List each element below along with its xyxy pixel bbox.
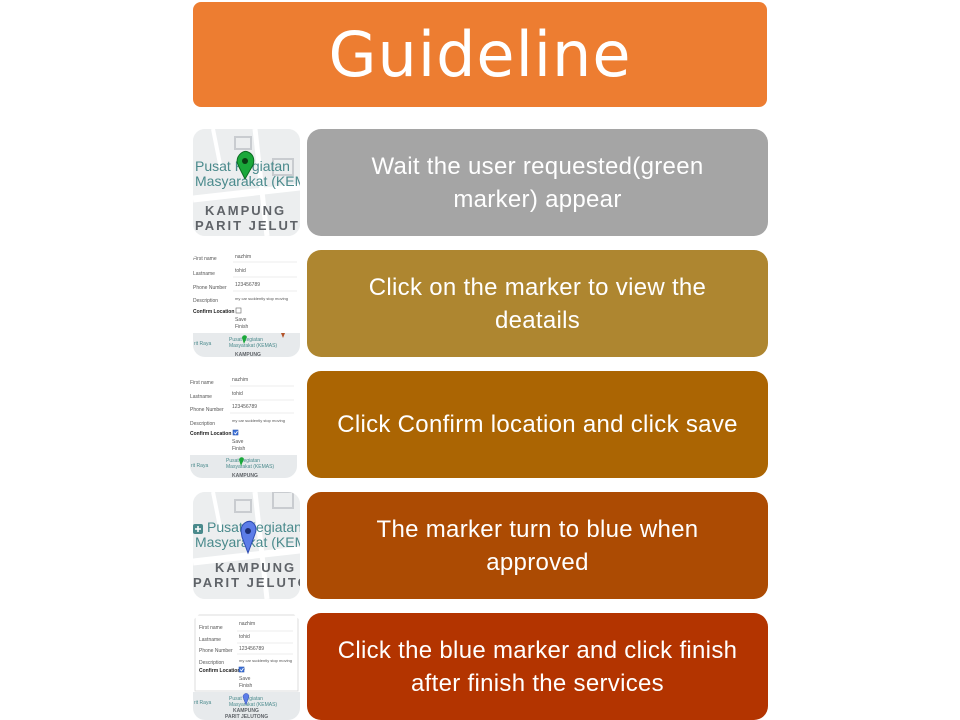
page-title: Guideline xyxy=(193,2,767,107)
form-first-name-value: nazhim xyxy=(239,621,255,627)
form-lastname-value: tohid xyxy=(239,634,250,640)
form-phone-value: 123456789 xyxy=(239,646,264,652)
form-description-value: my car suddently stop moving xyxy=(239,658,292,663)
map-area-label: KAMPUNG xyxy=(232,473,258,478)
form-description-value: my car suddently stop moving xyxy=(235,296,288,301)
form-first-name-label: First name xyxy=(199,625,223,631)
step-4: Pusat Kegiatan Masyarakat (KEMAS) KAMPUN… xyxy=(193,492,768,600)
step-4-instruction: The marker turn to blue when approved xyxy=(307,492,768,599)
map-area-label-2: PARIT JELUTONG xyxy=(225,714,268,720)
form-phone-label: Phone Number xyxy=(193,285,227,291)
form-description-value: my car suddently stop moving xyxy=(232,418,285,423)
blue-marker-icon xyxy=(240,520,257,555)
map-place-label-1: Pusat Kegiatan xyxy=(229,337,263,343)
form-description-label: Description xyxy=(199,660,224,666)
form-lastname-value: tohid xyxy=(232,391,243,397)
map-thumbnail-green-marker: Pusat Kegiatan Masyarakat (KEMAS) KAMPUN… xyxy=(193,129,300,236)
map-area-label-1: KAMPUNG xyxy=(215,560,296,575)
map-place-label-2: Masyarakat (KEMAS) xyxy=(226,464,274,470)
green-marker-icon xyxy=(239,457,244,466)
map-area-label-2: PARIT JELUTONG xyxy=(193,575,300,590)
form-first-name-label: First name xyxy=(190,380,214,386)
map-place-label-left: rit Raya xyxy=(194,700,211,706)
form-confirm-label: Confirm Location ? xyxy=(199,668,245,674)
hospital-icon xyxy=(193,524,203,534)
details-form-confirmed-thumbnail: First name nazhim Lastname tohid Phone N… xyxy=(190,371,297,478)
form-description-label: Description xyxy=(193,298,218,304)
blue-marker-icon xyxy=(242,693,250,706)
form-confirm-label: Confirm Location ? xyxy=(193,309,239,315)
confirm-checkbox-checked[interactable] xyxy=(232,429,239,436)
form-save-label[interactable]: Save xyxy=(239,676,251,682)
step-2-instruction: Click on the marker to view the deatails xyxy=(307,250,768,357)
form-save-label[interactable]: Save xyxy=(235,317,247,323)
form-save-label[interactable]: Save xyxy=(232,439,244,445)
map-place-label-left: rit Raya xyxy=(194,341,211,347)
map-place-label-2: Masyarakat (KEMAS) xyxy=(195,173,300,189)
form-finish-label[interactable]: Finish xyxy=(232,446,246,452)
step-1: Pusat Kegiatan Masyarakat (KEMAS) KAMPUN… xyxy=(193,129,768,237)
red-marker-icon xyxy=(281,333,285,338)
form-lastname-label: Lastname xyxy=(193,271,215,277)
map-place-label-left: rit Raya xyxy=(191,463,208,469)
details-form-blue-thumbnail: First name nazhim Lastname tohid Phone N… xyxy=(193,613,300,720)
form-lastname-label: Lastname xyxy=(190,394,212,400)
form-first-name-label: First name xyxy=(193,256,217,262)
confirm-checkbox-checked[interactable] xyxy=(238,666,245,673)
map-area-label: KAMPUNG xyxy=(235,352,261,357)
step-1-instruction: Wait the user requested(green marker) ap… xyxy=(307,129,768,236)
map-area-label-1: KAMPUNG xyxy=(233,708,259,714)
form-phone-label: Phone Number xyxy=(190,407,224,413)
form-confirm-label: Confirm Location ? xyxy=(190,431,236,437)
form-finish-label[interactable]: Finish xyxy=(239,683,253,689)
green-marker-icon xyxy=(236,151,255,181)
form-description-label: Description xyxy=(190,421,215,427)
step-3-instruction: Click Confirm location and click save xyxy=(307,371,768,478)
form-lastname-label: Lastname xyxy=(199,637,221,643)
form-lastname-value: tohid xyxy=(235,268,246,274)
map-thumbnail-blue-marker: Pusat Kegiatan Masyarakat (KEMAS) KAMPUN… xyxy=(193,492,300,599)
form-phone-value: 123456789 xyxy=(232,404,257,410)
form-finish-label[interactable]: Finish xyxy=(235,324,249,330)
map-area-label-1: KAMPUNG xyxy=(205,203,286,218)
map-place-label-2: Masyarakat (KEMAS) xyxy=(229,343,277,349)
details-form-thumbnail: First name nazhim Lastname tohid Phone N… xyxy=(193,250,300,357)
map-place-label-2: Masyarakat (KEMAS) xyxy=(229,702,277,708)
form-phone-label: Phone Number xyxy=(199,648,233,654)
confirm-checkbox[interactable] xyxy=(235,307,242,314)
map-area-label-2: PARIT JELUTONG xyxy=(195,218,300,233)
step-3: First name nazhim Lastname tohid Phone N… xyxy=(190,371,768,479)
step-2: First name nazhim Lastname tohid Phone N… xyxy=(193,250,768,358)
form-phone-value: 123456789 xyxy=(235,282,260,288)
green-marker-icon xyxy=(242,335,247,344)
step-5: First name nazhim Lastname tohid Phone N… xyxy=(193,613,768,720)
step-5-instruction: Click the blue marker and click finish a… xyxy=(307,613,768,720)
form-first-name-value: nazhim xyxy=(235,254,251,260)
form-first-name-value: nazhim xyxy=(232,377,248,383)
